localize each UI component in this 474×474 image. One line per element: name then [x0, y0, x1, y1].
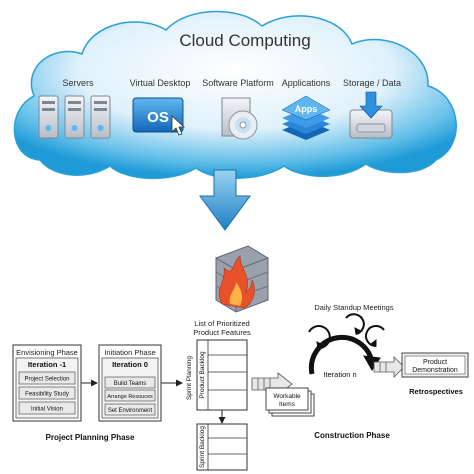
workable-items-line1: Workable — [273, 393, 301, 400]
backlog-heading-line2: Product Features — [193, 328, 251, 337]
product-demo-line2: Demonstration — [412, 367, 458, 374]
firewall-brick-icon — [215, 245, 269, 313]
cloud-item-label-storage: Storage / Data — [343, 78, 401, 88]
hand-pointer-icon — [171, 115, 186, 136]
project-planning-caption: Project Planning Phase — [46, 433, 135, 442]
construction-phase-caption: Construction Phase — [314, 431, 390, 440]
apps-badge: Apps — [295, 104, 318, 114]
workable-items-line2: Items — [279, 401, 296, 408]
product-backlog-label: Product Backlog — [199, 351, 206, 399]
standup-cycle-icon — [308, 313, 385, 375]
virtual-desktop-os-icon: OS — [132, 97, 186, 136]
cloud-item-label-servers: Servers — [62, 78, 94, 88]
apps-stack-icon: Apps — [281, 95, 331, 140]
software-disc-icon — [221, 97, 258, 140]
storage-download-icon — [349, 91, 393, 139]
virtual-desktop-badge: OS — [147, 109, 169, 126]
envisioning-iteration: Iteration -1 — [28, 360, 66, 369]
striped-demo-arrow — [373, 356, 405, 378]
cloud-item-label-applications: Applications — [282, 78, 331, 88]
initiation-step: Arrange Resouces — [107, 394, 153, 400]
server-rack-icon — [38, 95, 111, 139]
cloud-item-label-virtual-desktop: Virtual Desktop — [130, 78, 191, 88]
envisioning-step: Initial Vision — [31, 407, 63, 413]
sprint-backlog-stack: Sprint Backlog — [196, 423, 248, 471]
backlog-heading-line1: List of Prioritized — [194, 319, 249, 328]
workable-items-stack: Workable Items — [265, 387, 315, 417]
iteration-n-label: Iteration n — [323, 370, 356, 379]
cloud-down-arrow-icon — [199, 169, 251, 231]
envisioning-step: Project Selection — [24, 377, 69, 383]
cloud-title: Cloud Computing — [179, 31, 310, 50]
envisioning-phase-box: Envisioning Phase Iteration -1 Project S… — [12, 344, 82, 422]
flame-icon — [218, 255, 255, 309]
envisioning-phase-title: Envisioning Phase — [16, 348, 78, 357]
product-demonstration-box: Product Demonstration — [401, 352, 469, 378]
sprint-backlog-label: Sprint Backlog — [199, 426, 206, 468]
product-backlog-stack: Product Backlog — [196, 339, 248, 411]
retrospectives-label: Retrospectives — [409, 387, 463, 396]
initiation-phase-title: Initiation Phase — [104, 348, 155, 357]
daily-standup-label: Daily Standup Meetings — [314, 303, 393, 312]
product-demo-line1: Product — [423, 359, 447, 366]
envisioning-step: Feasibility Study — [25, 392, 69, 398]
initiation-step: Build Teams — [114, 381, 147, 387]
sprint-planning-label: Sprint Planning — [186, 356, 193, 400]
initiation-iteration: Iteration 0 — [112, 360, 148, 369]
cloud-item-label-software-platform: Software Platform — [202, 78, 274, 88]
initiation-step: Set Environment — [108, 408, 153, 414]
initiation-phase-box: Initiation Phase Iteration 0 Build Teams… — [98, 344, 162, 422]
cloud-shape — [13, 10, 457, 179]
